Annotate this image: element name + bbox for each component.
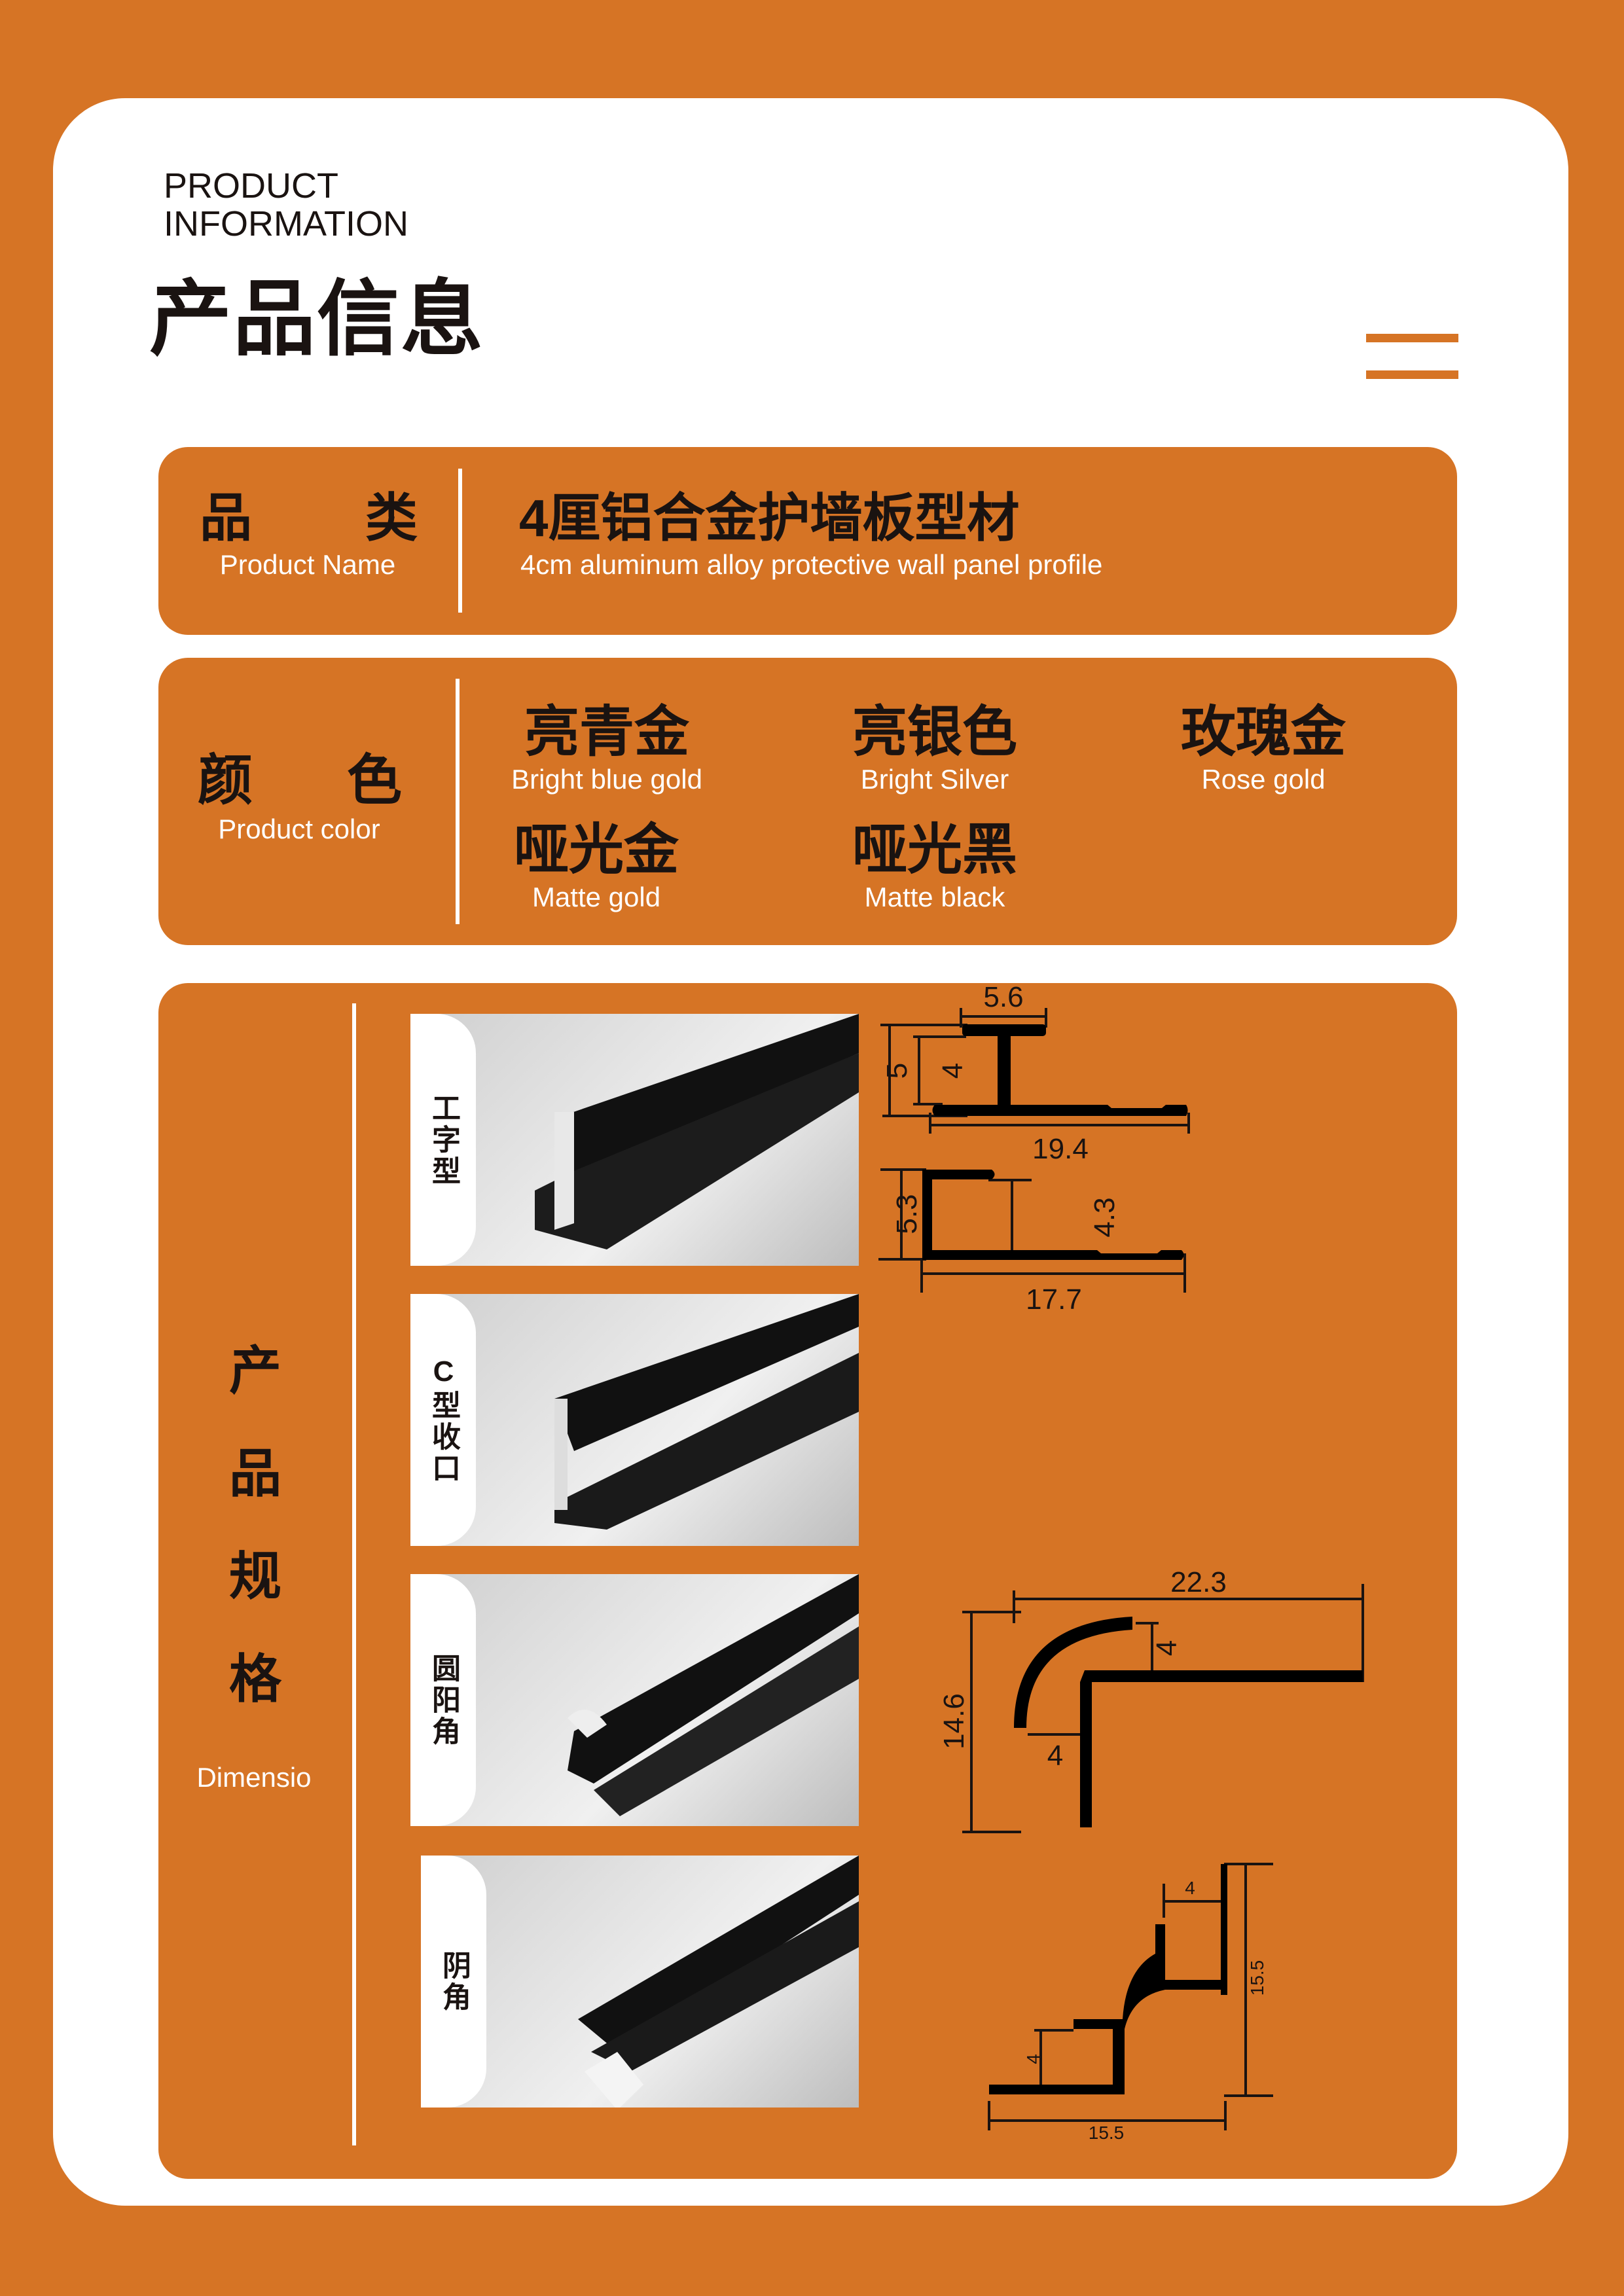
profile-photo-graphic (578, 1856, 859, 2108)
color-label-cn-2: 色 (347, 749, 403, 811)
spec-label-cn: 产 (229, 1342, 281, 1400)
color-option-en: Bright blue gold (511, 764, 702, 795)
category-label-cn-2: 类 (365, 489, 418, 547)
dim-label: 4 (1185, 1878, 1195, 1898)
spec-label-cn: 规 (229, 1547, 281, 1605)
kicker-line-2: INFORMATION (164, 204, 408, 243)
color-option-cn: 亮青金 (524, 701, 690, 762)
divider (458, 469, 462, 613)
profile-type-label: 圆阳角 (427, 1653, 460, 1748)
color-option-cn: 玫瑰金 (1180, 701, 1346, 762)
profile-photo-i-shape: 工字型 (410, 1014, 859, 1266)
category-label-en: Product Name (219, 549, 396, 580)
divider (352, 1003, 356, 2145)
product-name-en: 4cm aluminum alloy protective wall panel… (520, 549, 1103, 580)
dim-label: 4 (937, 1063, 969, 1079)
profile-photo-graphic (568, 1574, 859, 1816)
color-option-en: Matte gold (532, 882, 661, 912)
category-label-cn-1: 品 (200, 489, 252, 547)
dim-label: 22.3 (1170, 1566, 1227, 1598)
profile-type-label: C型收口 (427, 1355, 460, 1484)
spec-label-en: Dimensio (196, 1762, 312, 1793)
profile-type-tab: C型收口 (410, 1294, 476, 1546)
product-name-panel (158, 447, 1457, 635)
dim-label: 4 (1151, 1640, 1183, 1656)
color-label-en: Product color (218, 814, 380, 844)
kicker-line-1: PRODUCT (164, 166, 338, 206)
color-label-cn-1: 颜 (198, 749, 253, 811)
profile-type-tab: 圆阳角 (410, 1574, 476, 1826)
dim-label: 5 (881, 1063, 913, 1079)
profile-type-tab: 工字型 (410, 1014, 476, 1266)
profile-photo-inner-corner: 阴角 (421, 1856, 859, 2108)
profile-type-tab: 阴角 (421, 1856, 486, 2108)
profile-type-label: 阴角 (438, 1950, 470, 2013)
page-title: 产品信息 (149, 273, 484, 365)
menu-icon (1366, 334, 1458, 342)
profile-photo-graphic (535, 1014, 859, 1249)
color-option-en: Rose gold (1201, 764, 1326, 795)
profile-photo-graphic (554, 1294, 859, 1530)
dim-label: 5.3 (891, 1194, 923, 1234)
dim-label: 4 (1023, 2054, 1043, 2064)
divider (456, 679, 460, 924)
menu-icon-bar (1366, 370, 1458, 379)
dim-label: 17.7 (1026, 1283, 1082, 1316)
dim-label: 15.5 (1247, 1960, 1267, 1996)
color-option-cn: 哑光金 (513, 819, 679, 880)
dim-label: 4.3 (1089, 1197, 1121, 1237)
spec-label-cn: 格 (229, 1650, 281, 1708)
color-option-en: Matte black (864, 882, 1005, 912)
color-option-cn: 亮银色 (852, 701, 1018, 762)
dim-label: 4 (1047, 1740, 1063, 1772)
dim-label: 19.4 (1032, 1133, 1089, 1165)
dim-label: 5.6 (983, 981, 1023, 1013)
dim-label: 14.6 (938, 1693, 970, 1749)
color-option-cn: 哑光黑 (852, 819, 1018, 880)
profile-type-label: 工字型 (427, 1092, 460, 1187)
profile-photo-c-shape: C型收口 (410, 1294, 859, 1546)
dim-label: 15.5 (1089, 2123, 1125, 2143)
color-option-en: Bright Silver (860, 764, 1009, 795)
spec-label-cn: 品 (229, 1444, 281, 1503)
profile-photo-round-corner: 圆阳角 (410, 1574, 859, 1826)
product-color-panel (158, 658, 1457, 945)
product-name-cn: 4厘铝合金护墙板型材 (519, 489, 1020, 547)
